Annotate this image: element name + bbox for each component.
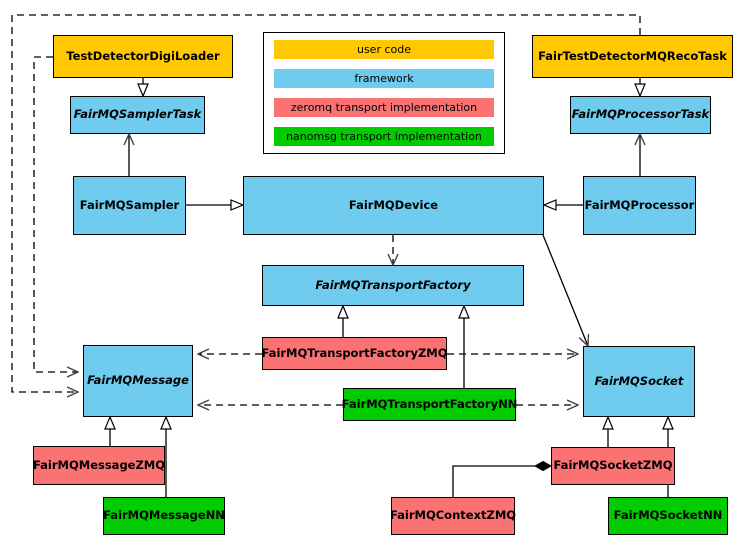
legend-item-framework: framework (274, 69, 494, 88)
class-label: FairMQMessage (87, 373, 189, 388)
class-label: FairMQDevice (348, 197, 439, 212)
class-node-fairmqmessage[interactable]: FairMQMessage (83, 345, 193, 417)
class-label: FairMQSampler (79, 197, 180, 212)
class-label: FairMQProcessorTask (571, 107, 710, 122)
class-label: FairMQSocket (594, 373, 684, 388)
class-node-fairmqsocketnn[interactable]: FairMQSocketNN (608, 497, 728, 535)
legend-label: zeromq transport implementation (290, 101, 478, 114)
class-node-fairmqsamplertask[interactable]: FairMQSamplerTask (70, 96, 205, 134)
class-node-fairmqmessagenn[interactable]: FairMQMessageNN (103, 497, 225, 535)
class-label: FairMQTransportFactory (315, 277, 471, 292)
class-node-fairtestdetectormqrecotask[interactable]: FairTestDetectorMQRecoTask (532, 35, 733, 78)
composition-edges (452, 466, 551, 497)
class-label: FairMQProcessor (584, 197, 695, 212)
dependency-edges (11, 14, 641, 405)
legend-item-user-code: user code (274, 40, 494, 59)
legend-label: framework (354, 72, 414, 85)
class-label: FairMQSamplerTask (73, 107, 202, 122)
class-node-fairmqsampler[interactable]: FairMQSampler (73, 176, 186, 235)
color-legend: user code framework zeromq transport imp… (263, 32, 505, 154)
class-node-testdetectordigiloader[interactable]: TestDetectorDigiLoader (53, 35, 233, 78)
legend-item-zeromq: zeromq transport implementation (274, 98, 494, 117)
class-label: FairMQSocketZMQ (553, 458, 673, 473)
class-node-fairmqsocketzmq[interactable]: FairMQSocketZMQ (551, 447, 675, 485)
class-label: FairMQTransportFactoryZMQ (261, 345, 448, 360)
class-label: FairMQMessageZMQ (32, 457, 166, 472)
legend-label: nanomsg transport implementation (286, 130, 482, 143)
class-node-fairmqtransportfactorynn[interactable]: FairMQTransportFactoryNN (341, 388, 518, 421)
class-label: FairTestDetectorMQRecoTask (538, 48, 727, 63)
class-node-fairmqprocessortask[interactable]: FairMQProcessorTask (570, 96, 711, 134)
class-node-fairmqdevice[interactable]: FairMQDevice (243, 176, 544, 235)
class-label: TestDetectorDigiLoader (66, 48, 220, 63)
class-label: FairMQContextZMQ (389, 508, 517, 523)
class-node-fairmqtransportfactory[interactable]: FairMQTransportFactory (262, 265, 524, 306)
class-node-fairmqmessagezmq[interactable]: FairMQMessageZMQ (33, 446, 165, 485)
legend-label: user code (356, 43, 412, 56)
class-node-fairmqprocessor[interactable]: FairMQProcessor (583, 176, 696, 235)
class-node-fairmqcontextzmq[interactable]: FairMQContextZMQ (389, 497, 517, 535)
class-label: FairMQSocketNN (613, 508, 723, 523)
class-node-fairmqsocket[interactable]: FairMQSocket (583, 346, 695, 417)
class-node-fairmqtransportfactoryzmq[interactable]: FairMQTransportFactoryZMQ (261, 337, 448, 370)
class-label: FairMQTransportFactoryNN (341, 396, 518, 411)
legend-item-nanomsg: nanomsg transport implementation (274, 127, 494, 146)
class-label: FairMQMessageNN (103, 508, 225, 523)
association-edges (129, 134, 640, 346)
